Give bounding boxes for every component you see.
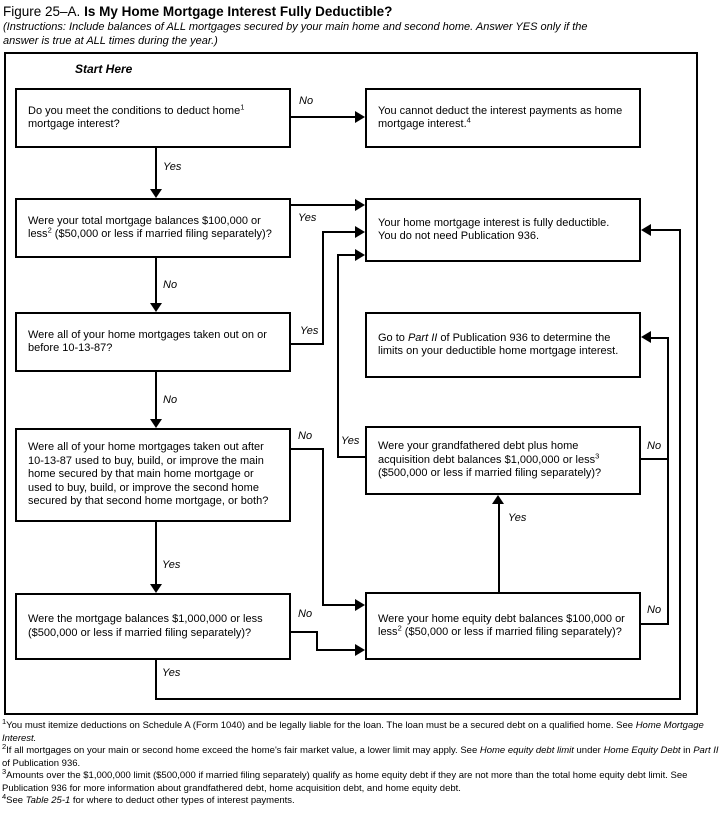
edge-after-no-line-a: [291, 448, 324, 450]
box-q-conditions: Do you meet the conditions to deduct hom…: [15, 88, 291, 148]
edge-grandfathered-yes-line-a: [337, 456, 365, 458]
box-fully-deductible: Your home mortgage interest is fully ded…: [365, 198, 641, 262]
box-fully-deductible-text: Your home mortgage interest is fully ded…: [378, 216, 610, 243]
box-go-to-part-ii-text: Go to Part II of Publication 936 to dete…: [378, 331, 619, 358]
edge-million-yes-line-d: [651, 229, 679, 231]
label-home-equity-no: No: [647, 604, 662, 616]
start-here-label: Start Here: [75, 62, 133, 76]
edge-total-yes-arrowhead: [355, 199, 365, 211]
instructions-text: (Instructions: Include balances of ALL m…: [3, 21, 588, 47]
edge-after-no-line-c: [322, 604, 355, 606]
label-million-yes: Yes: [162, 667, 181, 679]
edge-million-no-arrowhead: [355, 644, 365, 656]
edge-part-ii-entry-line: [651, 337, 667, 339]
label-conditions-no: No: [299, 95, 314, 107]
footnote-4-marker: 4: [2, 791, 7, 801]
edge-home-equity-no-line: [641, 623, 669, 625]
label-home-equity-yes: Yes: [508, 512, 527, 524]
edge-conditions-no-arrowhead: [355, 111, 365, 123]
footnote-2-text: If all mortgages on your main or second …: [2, 745, 719, 769]
footnote-1: 1You must itemize deductions on Schedule…: [2, 716, 719, 745]
edge-no-corridor-line: [667, 337, 669, 625]
label-grandfathered-yes: Yes: [341, 435, 360, 447]
figure-title: Figure 25–A. Is My Home Mortgage Interes…: [3, 4, 392, 19]
edge-before-no-arrowhead: [150, 419, 162, 428]
edge-home-equity-yes-line: [498, 503, 500, 592]
edge-million-no-line-c: [316, 649, 355, 651]
box-q-after-101387-use: Were all of your home mortgages taken ou…: [15, 428, 291, 522]
footnote-1-text: You must itemize deductions on Schedule …: [2, 720, 704, 744]
edge-conditions-yes-arrowhead: [150, 189, 162, 198]
label-total-no: No: [163, 279, 178, 291]
edge-home-equity-yes-arrowhead: [492, 495, 504, 504]
box-q-total-balances-text: Were your total mortgage balances $100,0…: [28, 214, 272, 241]
footnotes-block: 1You must itemize deductions on Schedule…: [2, 716, 719, 808]
edge-after-yes-arrowhead: [150, 584, 162, 593]
edge-million-no-line-a: [291, 631, 318, 633]
box-cannot-deduct: You cannot deduct the interest payments …: [365, 88, 641, 148]
footnote-2: 2If all mortgages on your main or second…: [2, 741, 719, 770]
edge-before-yes-line-c: [322, 231, 355, 233]
label-after-yes: Yes: [162, 559, 181, 571]
box-q-home-equity: Were your home equity debt balances $100…: [365, 592, 641, 660]
edge-before-no-line: [155, 372, 157, 419]
edge-million-yes-arrowhead: [641, 224, 651, 236]
edge-total-no-arrowhead: [150, 303, 162, 312]
edge-grandfathered-no-line: [641, 458, 669, 460]
figure-number: Figure 25–A.: [3, 4, 81, 19]
label-conditions-yes: Yes: [163, 161, 182, 173]
label-total-yes: Yes: [298, 212, 317, 224]
footnote-4: 4See Table 25-1 for where to deduct othe…: [2, 791, 719, 808]
flowchart-frame: [4, 52, 698, 715]
label-grandfathered-no: No: [647, 440, 662, 452]
figure-heading: Is My Home Mortgage Interest Fully Deduc…: [84, 4, 393, 19]
box-q-million-limit-text: Were the mortgage balances $1,000,000 or…: [28, 613, 263, 639]
label-after-no: No: [298, 430, 313, 442]
edge-million-yes-line-b: [155, 698, 681, 700]
edge-after-no-line-b: [322, 448, 324, 606]
box-cannot-deduct-text: You cannot deduct the interest payments …: [378, 104, 623, 131]
edge-grandfathered-yes-arrowhead: [355, 249, 365, 261]
footnote-4-text: See Table 25-1 for where to deduct other…: [6, 795, 295, 806]
footnote-1-marker: 1: [2, 716, 7, 726]
edge-before-yes-line-b: [322, 231, 324, 345]
footnote-3: 3Amounts over the $1,000,000 limit ($500…: [2, 766, 719, 795]
edge-conditions-yes-line: [155, 148, 157, 190]
box-go-to-part-ii: Go to Part II of Publication 936 to dete…: [365, 312, 641, 378]
box-q-conditions-text: Do you meet the conditions to deduct hom…: [28, 101, 245, 130]
label-before-yes: Yes: [300, 325, 319, 337]
footnote-3-text: Amounts over the $1,000,000 limit ($500,…: [2, 770, 688, 794]
edge-total-no-line: [155, 258, 157, 304]
footnote-3-marker: 3: [2, 766, 7, 776]
edge-million-no-line-b: [316, 631, 318, 651]
box-q-after-101387-use-text: Were all of your home mortgages taken ou…: [28, 441, 269, 508]
edge-before-yes-arrowhead: [355, 226, 365, 238]
box-q-million-limit: Were the mortgage balances $1,000,000 or…: [15, 593, 291, 660]
label-before-no: No: [163, 394, 178, 406]
footnote-2-marker: 2: [2, 741, 7, 751]
edge-grandfathered-yes-line-b: [337, 254, 339, 458]
edge-after-no-arrowhead: [355, 599, 365, 611]
edge-part-ii-entry-arrowhead: [641, 331, 651, 343]
box-q-grandfathered-text: Were your grandfathered debt plus home a…: [378, 440, 602, 480]
edge-million-yes-line-a: [155, 660, 157, 700]
box-q-home-equity-text: Were your home equity debt balances $100…: [378, 612, 625, 639]
edge-conditions-no-line: [291, 116, 355, 118]
label-million-no: No: [298, 608, 313, 620]
box-q-before-101387: Were all of your home mortgages taken ou…: [15, 312, 291, 372]
edge-grandfathered-yes-line-c: [337, 254, 355, 256]
box-q-total-balances: Were your total mortgage balances $100,0…: [15, 198, 291, 258]
edge-total-yes-line: [291, 204, 355, 206]
edge-after-yes-line: [155, 522, 157, 585]
edge-million-yes-line-c: [679, 229, 681, 700]
box-q-grandfathered: Were your grandfathered debt plus home a…: [365, 426, 641, 495]
edge-before-yes-line-a: [291, 343, 324, 345]
box-q-before-101387-text: Were all of your home mortgages taken ou…: [28, 328, 267, 355]
